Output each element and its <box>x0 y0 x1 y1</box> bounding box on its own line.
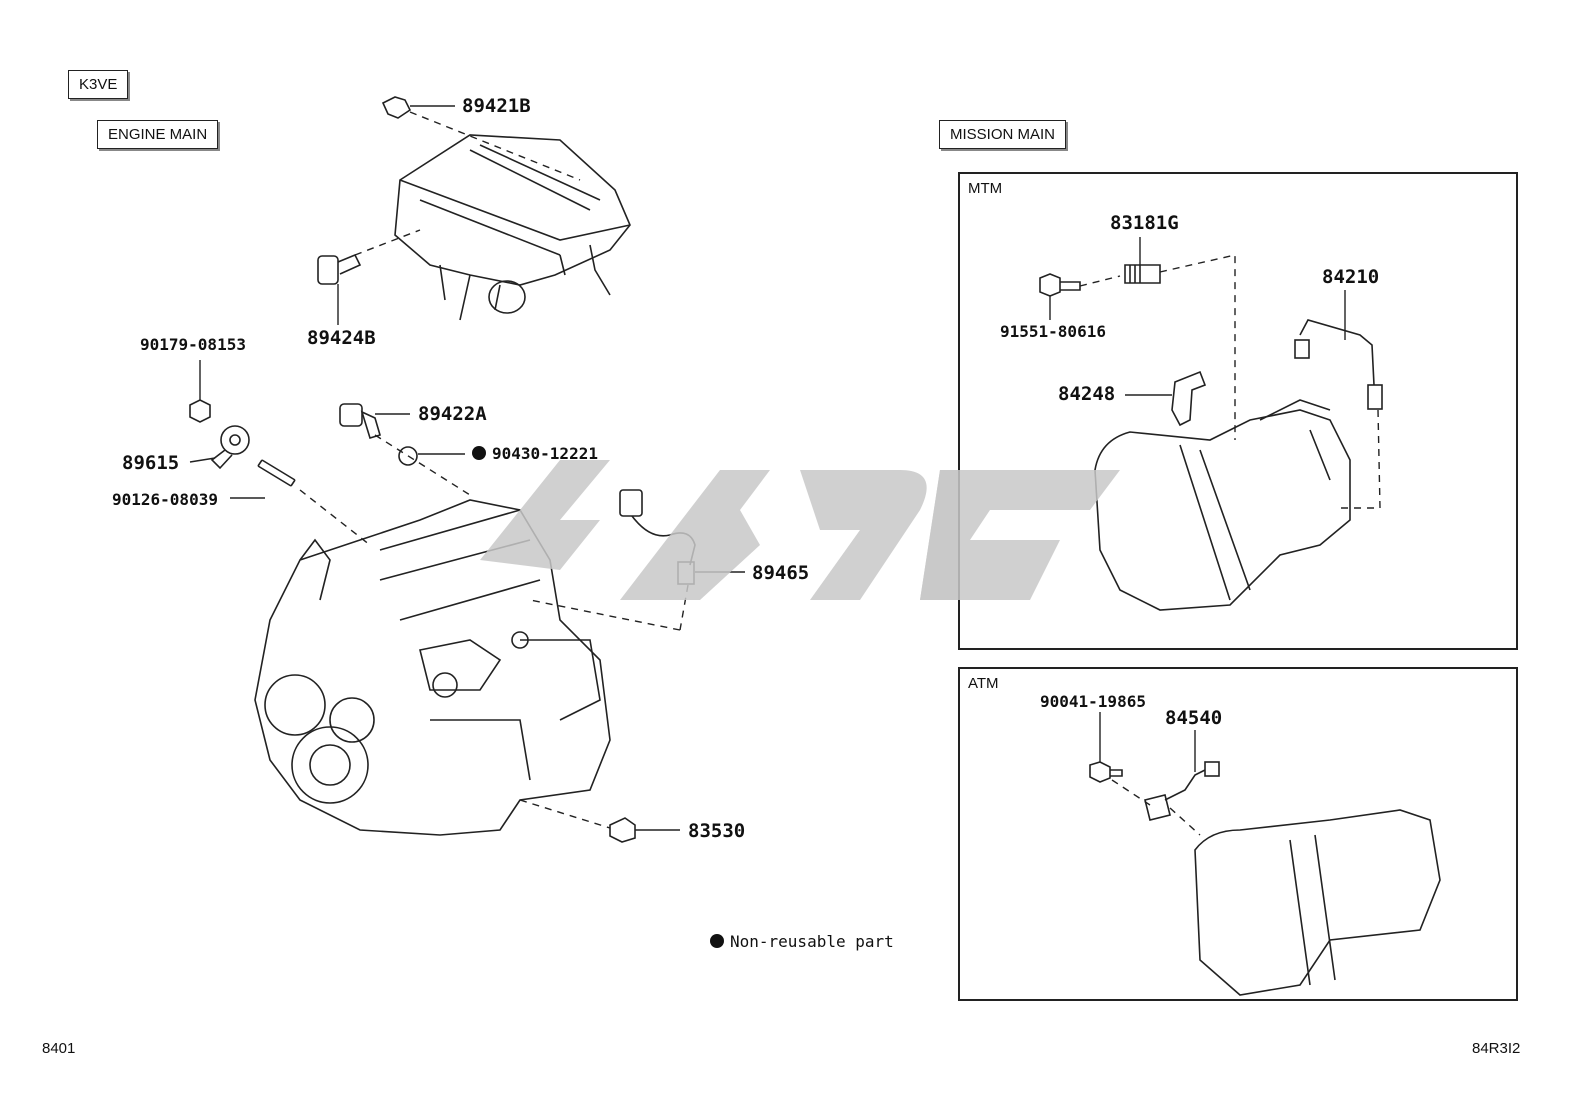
part-89465[interactable]: 89465 <box>752 562 810 584</box>
sensor-89422a-drawing <box>339 403 381 439</box>
part-89422a[interactable]: 89422A <box>418 403 487 425</box>
stud-bolt-drawing <box>257 459 296 487</box>
atm-label: ATM <box>968 675 999 692</box>
part-90179-08153[interactable]: 90179-08153 <box>140 335 246 354</box>
engine-block-drawing <box>254 499 611 836</box>
page-code-right: 84R3I2 <box>1472 1040 1521 1057</box>
legend-text: Non-reusable part <box>730 932 894 951</box>
nut-90179-drawing <box>189 399 211 423</box>
legend-dot-icon <box>710 934 724 948</box>
sensor-89421b-drawing <box>381 96 412 119</box>
part-89424b[interactable]: 89424B <box>307 327 376 349</box>
part-89421b[interactable]: 89421B <box>462 95 531 117</box>
atm-frame: ATM <box>958 667 1518 1001</box>
part-83530[interactable]: 83530 <box>688 820 746 842</box>
gasket-drawing <box>398 446 418 466</box>
mtm-label: MTM <box>968 180 1003 197</box>
part-84210[interactable]: 84210 <box>1322 266 1380 288</box>
model-code-label: K3VE <box>68 70 129 99</box>
switch-83530-drawing <box>609 817 636 843</box>
part-91551-80616[interactable]: 91551-80616 <box>1000 322 1106 341</box>
legend: Non-reusable part <box>710 932 894 951</box>
page-code-left: 8401 <box>42 1040 76 1057</box>
part-84540[interactable]: 84540 <box>1165 707 1223 729</box>
engine-main-label: ENGINE MAIN <box>97 120 219 149</box>
mtm-frame: MTM <box>958 172 1518 650</box>
mission-main-label: MISSION MAIN <box>939 120 1067 149</box>
part-90126-08039[interactable]: 90126-08039 <box>112 490 218 509</box>
part-90430-12221[interactable]: 90430-12221 <box>472 444 598 463</box>
intake-manifold-drawing <box>394 134 631 321</box>
knock-sensor-drawing <box>210 425 250 470</box>
non-reusable-dot-icon <box>472 446 486 460</box>
part-84248[interactable]: 84248 <box>1058 383 1116 405</box>
sensor-89424b-drawing <box>317 253 362 285</box>
part-89615[interactable]: 89615 <box>122 452 180 474</box>
part-90041-19865[interactable]: 90041-19865 <box>1040 692 1146 711</box>
part-83181g[interactable]: 83181G <box>1110 212 1179 234</box>
